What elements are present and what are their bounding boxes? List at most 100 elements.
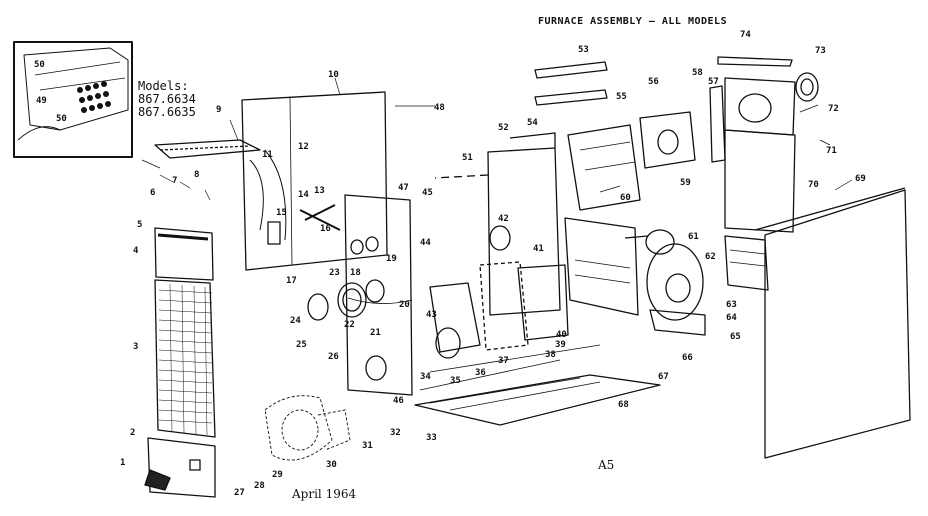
part-label: 66 bbox=[682, 353, 693, 363]
part-label: 29 bbox=[272, 470, 283, 480]
part-label: 16 bbox=[320, 224, 331, 234]
part-label: 30 bbox=[326, 460, 337, 470]
part-label: 1 bbox=[120, 458, 126, 468]
top-rail-54 bbox=[534, 89, 608, 106]
part-label: 46 bbox=[393, 396, 404, 406]
part-label: 60 bbox=[620, 193, 631, 203]
part-label: 20 bbox=[399, 300, 410, 310]
oil-burner-motor bbox=[264, 395, 351, 461]
diagram-title: FURNACE ASSEMBLY — ALL MODELS bbox=[538, 16, 728, 27]
heat-exchanger bbox=[487, 147, 561, 316]
part-label: 31 bbox=[362, 441, 373, 451]
part-label: 47 bbox=[398, 183, 409, 193]
part-label: 19 bbox=[386, 254, 397, 264]
part-label: 24 bbox=[290, 316, 301, 326]
part-label: 13 bbox=[314, 186, 325, 196]
part-label: 41 bbox=[533, 244, 544, 254]
burner-panel bbox=[429, 282, 481, 353]
part-label: 51 bbox=[462, 153, 473, 163]
part-label: 2 bbox=[130, 428, 136, 438]
part-label: 72 bbox=[828, 104, 839, 114]
front-grille-panel bbox=[154, 279, 216, 438]
part-label: 58 bbox=[692, 68, 703, 78]
part-label: 36 bbox=[475, 368, 486, 378]
part-label: 22 bbox=[344, 320, 355, 330]
flue-assembly bbox=[567, 124, 641, 211]
front-plate bbox=[344, 194, 413, 396]
part-label: 69 bbox=[855, 174, 866, 184]
part-label: 52 bbox=[498, 123, 509, 133]
part-label: 56 bbox=[648, 77, 659, 87]
models-label: Models: bbox=[138, 79, 189, 93]
detail-inset bbox=[13, 41, 133, 158]
part-label: 42 bbox=[498, 214, 509, 224]
part-label: 3 bbox=[133, 342, 139, 352]
part-label: 48 bbox=[434, 103, 445, 113]
model-number-2: 867.6635 bbox=[138, 105, 196, 119]
top-rail-74 bbox=[717, 56, 793, 67]
part-label: 38 bbox=[545, 350, 556, 360]
flue-collar bbox=[795, 72, 819, 102]
part-label: 21 bbox=[370, 328, 381, 338]
part-label: 54 bbox=[527, 118, 538, 128]
part-label: 40 bbox=[556, 330, 567, 340]
part-label: 27 bbox=[234, 488, 245, 498]
part-label: 68 bbox=[618, 400, 629, 410]
page-reference: A5 bbox=[598, 458, 615, 472]
part-label: 23 bbox=[329, 268, 340, 278]
part-label: 43 bbox=[426, 310, 437, 320]
part-label: 17 bbox=[286, 276, 297, 286]
part-label: 37 bbox=[498, 356, 509, 366]
part-label: 39 bbox=[555, 340, 566, 350]
part-label: 7 bbox=[172, 176, 178, 186]
blower-housing bbox=[564, 217, 639, 316]
part-label: 55 bbox=[616, 92, 627, 102]
part-label: 63 bbox=[726, 300, 737, 310]
part-label: 14 bbox=[298, 190, 309, 200]
part-label: 5 bbox=[137, 220, 143, 230]
part-label: 26 bbox=[328, 352, 339, 362]
inset-label: 49 bbox=[36, 96, 47, 106]
blower-wheel bbox=[646, 243, 704, 321]
part-label: 4 bbox=[133, 246, 139, 256]
part-label: 65 bbox=[730, 332, 741, 342]
part-label: 25 bbox=[296, 340, 307, 350]
top-rail-53 bbox=[534, 61, 608, 79]
part-label: 35 bbox=[450, 376, 461, 386]
part-label: 15 bbox=[276, 208, 287, 218]
part-label: 57 bbox=[708, 77, 719, 87]
part-label: 18 bbox=[350, 268, 361, 278]
part-label: 61 bbox=[688, 232, 699, 242]
part-label: 59 bbox=[680, 178, 691, 188]
part-label: 9 bbox=[216, 105, 222, 115]
part-label: 10 bbox=[328, 70, 339, 80]
part-label: 32 bbox=[390, 428, 401, 438]
part-label: 8 bbox=[194, 170, 200, 180]
inset-label: 50 bbox=[56, 114, 67, 124]
control-panel bbox=[241, 91, 388, 271]
issue-date: April 1964 bbox=[292, 487, 357, 501]
part-label: 64 bbox=[726, 313, 737, 323]
base-pan bbox=[414, 374, 661, 426]
part-label: 62 bbox=[705, 252, 716, 262]
part-label: 74 bbox=[740, 30, 751, 40]
upper-front-panel bbox=[154, 227, 214, 281]
blower-motor bbox=[645, 229, 675, 255]
part-label: 71 bbox=[826, 146, 837, 156]
ring-24 bbox=[307, 293, 329, 321]
part-label: 67 bbox=[658, 372, 669, 382]
part-label: 33 bbox=[426, 433, 437, 443]
control-shelf bbox=[154, 139, 261, 159]
rear-side-panel bbox=[724, 129, 796, 233]
part-label: 45 bbox=[422, 188, 433, 198]
part-label: 34 bbox=[420, 372, 431, 382]
part-label: 11 bbox=[262, 150, 273, 160]
inset-label: 50 bbox=[34, 60, 45, 70]
part-label: 6 bbox=[150, 188, 156, 198]
part-label: 12 bbox=[298, 142, 309, 152]
part-label: 44 bbox=[420, 238, 431, 248]
part-label: 73 bbox=[815, 46, 826, 56]
part-label: 70 bbox=[808, 180, 819, 190]
